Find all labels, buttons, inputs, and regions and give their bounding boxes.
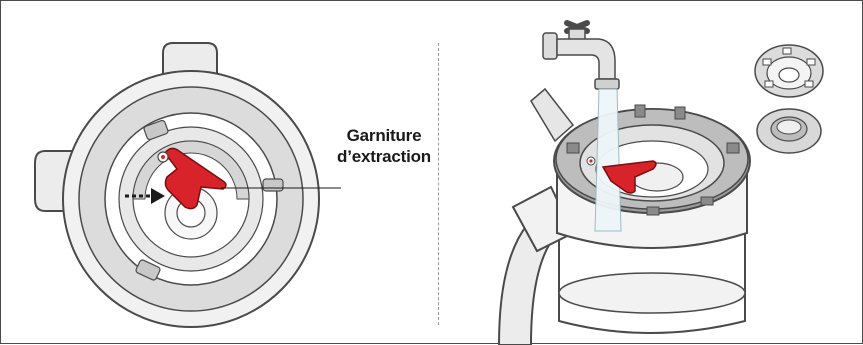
filter-ring-part-icon <box>755 45 823 97</box>
right-panel <box>439 1 863 345</box>
faucet-icon <box>543 23 619 89</box>
washer-part-icon <box>757 109 821 153</box>
juicer-top-view-icon <box>1 1 439 345</box>
callout-line-2: d’extraction <box>329 146 439 167</box>
callout-line-1: Garniture <box>329 125 439 146</box>
left-panel: Garniture d’extraction <box>1 1 439 345</box>
juicer-rinse-under-faucet-icon <box>439 1 863 345</box>
callout-label: Garniture d’extraction <box>329 125 439 167</box>
